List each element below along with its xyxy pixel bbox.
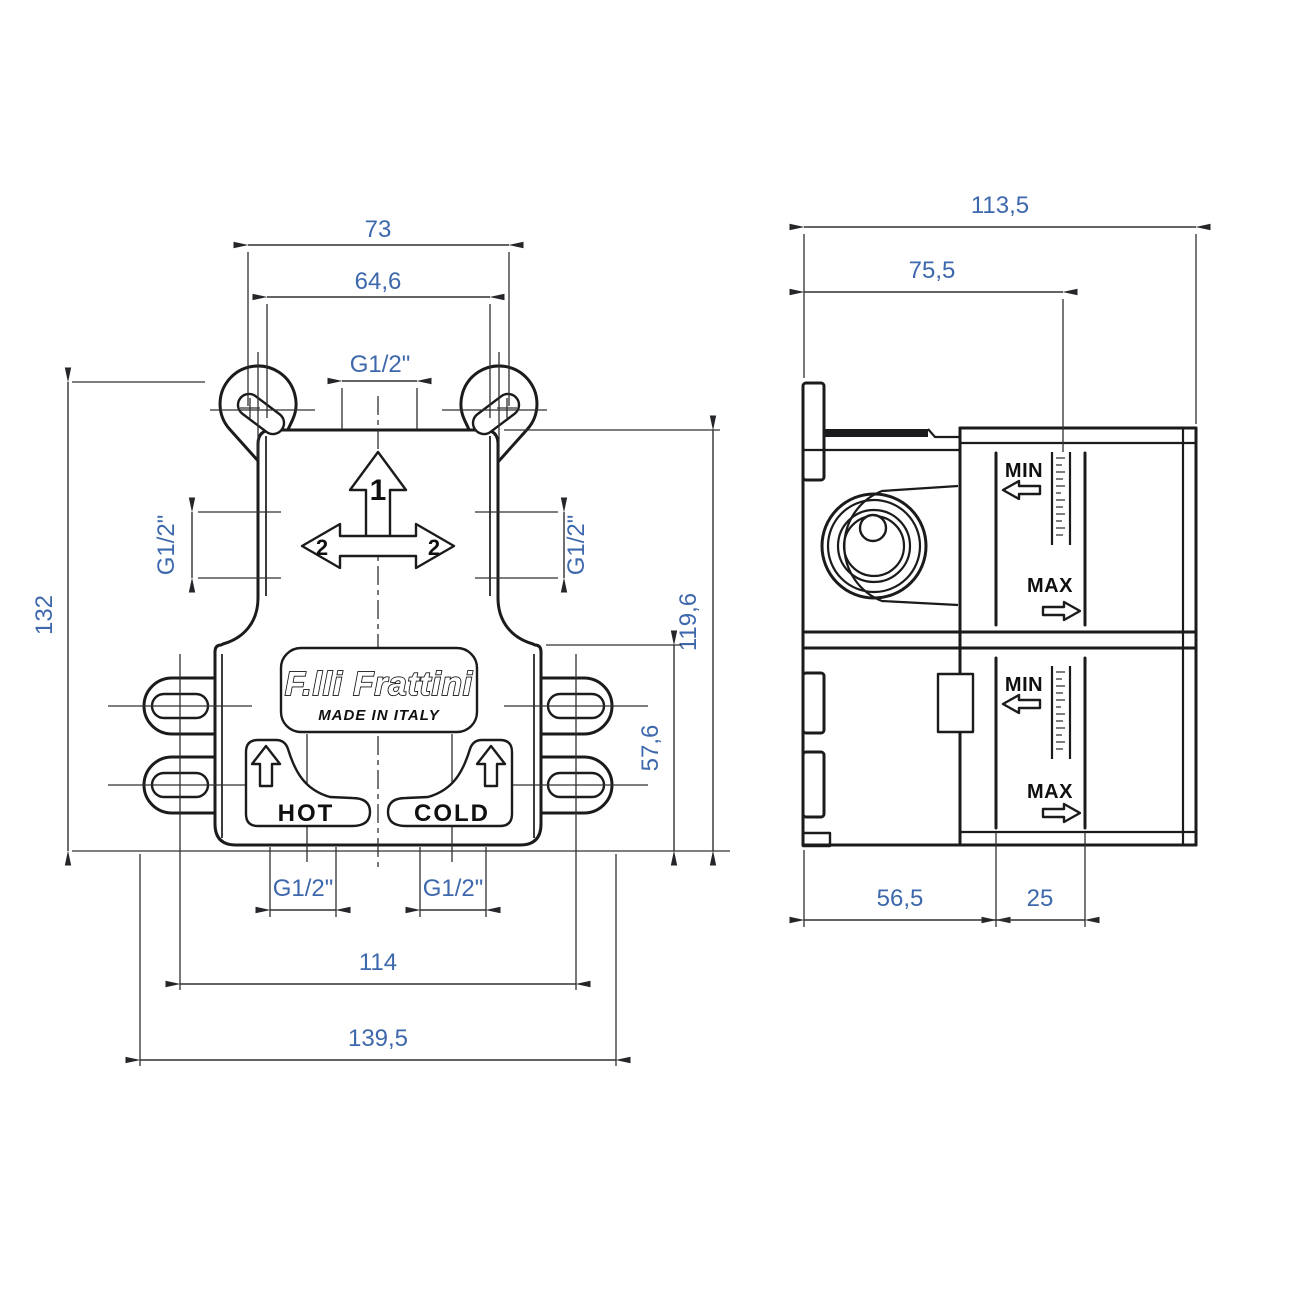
max-label-upper: MAX — [1027, 575, 1073, 597]
dim-ear-holes-outer: 73 — [233, 216, 524, 406]
outlet-1-number: 1 — [370, 474, 387, 507]
dim-body-height: 119,6 — [504, 415, 720, 866]
dim-box-depth: 25 — [981, 832, 1100, 927]
cold-label: COLD — [414, 800, 490, 827]
dim-label-119-6: 119,6 — [675, 593, 702, 651]
dim-label-64-6: 64,6 — [355, 268, 402, 295]
dim-label-132: 132 — [31, 595, 58, 635]
dim-body-depth: 56,5 — [789, 832, 1011, 927]
min-left-arrow-icon — [1001, 479, 1042, 501]
brand-plate: F.lli Frattini MADE IN ITALY — [279, 646, 479, 734]
dim-label-75-5: 75,5 — [909, 257, 956, 284]
origin-text: MADE IN ITALY — [318, 707, 441, 724]
dim-overall-depth: 113,5 — [789, 192, 1211, 424]
outlet-2-number-right: 2 — [428, 535, 440, 560]
box-side-tab — [936, 672, 975, 734]
dim-hot-port: G1/2" — [255, 847, 351, 917]
dim-side-ear-spacing: 114 — [165, 949, 591, 988]
dim-label-57-6: 57,6 — [637, 725, 664, 772]
cold-inlet-plate: COLD — [386, 738, 514, 828]
fine-print-strip-lower — [1050, 666, 1072, 759]
screw-cross-marks — [240, 398, 517, 418]
dim-label-56-5: 56,5 — [877, 885, 924, 912]
brand-plate-outline — [279, 646, 479, 734]
dim-label-left-g12: G1/2" — [153, 515, 180, 576]
side-ear-profile-lower — [801, 750, 826, 819]
dim-label-73: 73 — [365, 216, 392, 243]
dim-overall-height: 132 — [31, 367, 205, 866]
dim-label-top-g12: G1/2" — [350, 351, 411, 378]
outlet-direction-arrows: 1 2 2 — [300, 450, 456, 570]
side-port-pin-hole — [858, 513, 888, 543]
body-top-rib — [824, 429, 928, 437]
cold-up-arrow-icon — [475, 744, 507, 788]
hot-up-arrow-icon — [250, 744, 282, 788]
valve-body-side-profile — [801, 428, 965, 847]
min-left-arrow-icon — [1001, 693, 1042, 715]
fine-print-strip-upper — [1050, 452, 1072, 545]
hot-label: HOT — [278, 800, 335, 827]
top-ear-side-profile — [801, 381, 826, 482]
outlet-2-number-left: 2 — [316, 535, 328, 560]
dim-label-hot-g12: G1/2" — [273, 875, 334, 902]
dim-right-port: G1/2" — [475, 497, 590, 593]
dim-label-114: 114 — [359, 949, 397, 976]
front-view: F.lli Frattini MADE IN ITALY HOT COLD 1 … — [31, 216, 730, 1066]
side-ear-profile-upper — [801, 671, 826, 735]
dim-label-113-5: 113,5 — [971, 192, 1029, 219]
dim-label-right-g12: G1/2" — [563, 515, 590, 576]
plaster-protection-box — [801, 426, 1198, 847]
dim-top-port: G1/2" — [327, 351, 432, 429]
side-view: MIN MAX MIN MAX 113,5 75,5 56,5 — [789, 192, 1211, 927]
brand-text: F.lli Frattini — [285, 665, 473, 702]
dim-label-139-5: 139,5 — [348, 1025, 408, 1052]
side-port-housing — [843, 484, 959, 607]
max-right-arrow-icon — [1041, 802, 1082, 824]
hot-inlet-plate: HOT — [244, 738, 372, 828]
dim-overall-width: 139,5 — [125, 854, 631, 1066]
dim-left-port: G1/2" — [153, 497, 281, 593]
dim-lower-body-height: 57,6 — [546, 630, 681, 866]
dim-cold-port: G1/2" — [405, 847, 501, 917]
plaster-depth-markings-upper: MIN MAX — [1001, 460, 1082, 622]
dim-depth-to-cartridge: 75,5 — [789, 257, 1078, 452]
outlet-2-double-arrow-icon — [300, 522, 456, 570]
dim-label-25: 25 — [1027, 885, 1054, 912]
min-label-lower: MIN — [1005, 674, 1043, 696]
max-right-arrow-icon — [1041, 600, 1082, 622]
dim-label-cold-g12: G1/2" — [423, 875, 484, 902]
dim-ear-holes-centers: 64,6 — [252, 268, 505, 418]
body-inner-edges — [221, 436, 535, 838]
side-port-outer-ring — [820, 492, 928, 600]
max-label-lower: MAX — [1027, 781, 1073, 803]
plaster-depth-markings-lower: MIN MAX — [1001, 674, 1082, 824]
min-label-upper: MIN — [1005, 460, 1043, 482]
